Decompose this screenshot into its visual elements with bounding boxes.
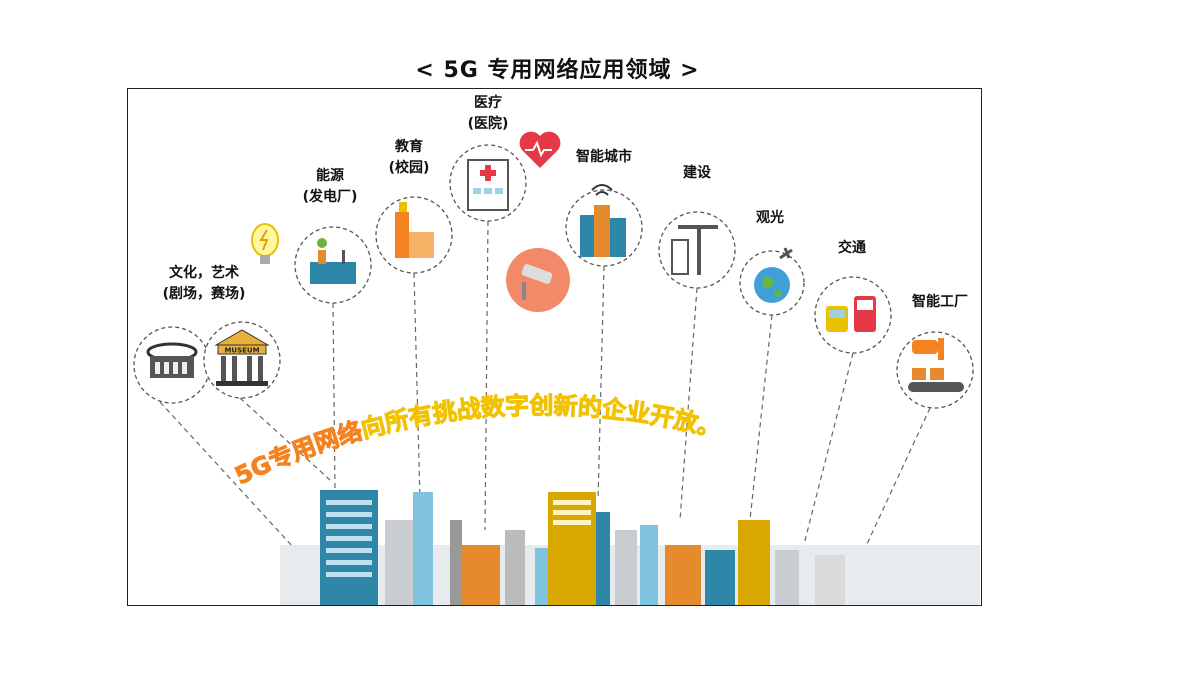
page-title: < 5G 专用网络应用领域 >: [415, 58, 700, 83]
city-skyline: [280, 490, 980, 605]
diagram-frame: [127, 88, 982, 606]
label-factory: 智能工厂: [912, 294, 968, 310]
lightbulb-icon: [251, 223, 279, 264]
label-tourism: 观光: [756, 210, 784, 226]
power-plant-icon: [310, 238, 356, 284]
stadium-icon: [146, 342, 198, 378]
slogan-rest: 向所有挑战数字创新的企业开放。: [358, 392, 724, 444]
smart-buildings-icon: [580, 184, 626, 257]
label-smart-city: 智能城市: [576, 149, 632, 165]
connector-lines: [159, 220, 931, 571]
slogan: 5G专用网络向所有挑战数字创新的企业开放。: [231, 392, 725, 491]
heart-monitor-icon: [519, 131, 561, 168]
label-construction: 建设: [683, 165, 711, 181]
school-icon: [395, 202, 434, 258]
slogan-highlight: 5G专用网络: [231, 417, 366, 491]
security-camera-icon: [506, 248, 570, 312]
label-education: 教育(校园): [388, 139, 430, 176]
label-medical: 医疗(医院): [467, 95, 509, 132]
museum-icon: MUSEUM: [214, 329, 270, 386]
label-culture: 文化，艺术(剧场，赛场): [162, 265, 246, 302]
label-transport: 交通: [838, 240, 866, 256]
hospital-icon: [467, 159, 509, 211]
label-energy: 能源(发电厂): [302, 168, 358, 205]
crane-icon: [671, 225, 718, 275]
factory-robot-icon: [908, 338, 964, 392]
train-bus-icon: [826, 296, 876, 332]
svg-text:MUSEUM: MUSEUM: [224, 347, 259, 355]
globe-plane-icon: [754, 247, 793, 303]
